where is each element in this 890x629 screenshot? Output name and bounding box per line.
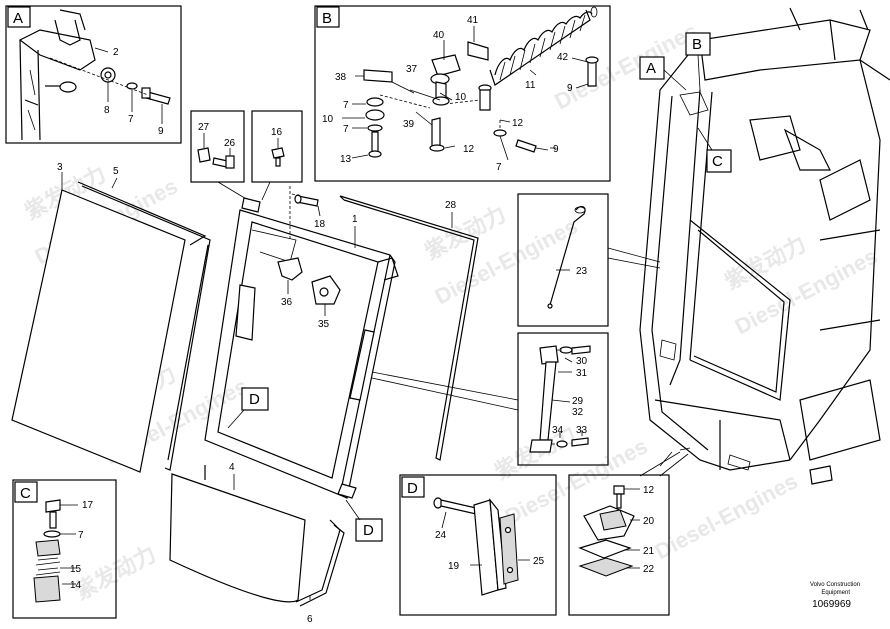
callout-d-label: D	[363, 522, 374, 539]
part-label-12: 12	[463, 144, 475, 155]
callout-c-label: C	[712, 153, 723, 170]
part-label-34: 34	[552, 425, 564, 436]
part-label-14: 14	[70, 580, 82, 591]
part-label-41: 41	[467, 15, 479, 26]
spring	[489, 6, 598, 86]
part-label-12: 12	[512, 118, 524, 129]
part-label-6: 6	[307, 614, 313, 625]
detail-box-20-22: 12 20 21 22	[568, 451, 689, 616]
part-label-30: 30	[576, 356, 588, 367]
part-label-27: 27	[198, 122, 210, 133]
detail-box-d-label: D	[407, 480, 418, 497]
callout-a-label: A	[646, 60, 656, 77]
callout-d-label: D	[249, 391, 260, 408]
part-label-9: 9	[567, 83, 573, 94]
callout-b-label: B	[692, 36, 702, 53]
part-label-8: 8	[104, 105, 110, 116]
part-label-31: 31	[576, 368, 588, 379]
part-label-18: 18	[314, 219, 326, 230]
watermark-en: Diesel-Engines	[651, 468, 802, 564]
detail-box-c-label: C	[20, 485, 31, 502]
part-label-15: 15	[70, 564, 82, 575]
detail-box-b: B 38 7 10 7	[314, 5, 611, 182]
part-label-5: 5	[113, 166, 119, 177]
part-label-7: 7	[78, 530, 84, 541]
detail-box-29-34: 30 31 29 32 34 33	[371, 332, 609, 466]
part-label-16: 16	[271, 127, 283, 138]
detail-box-27-26: 27 26	[190, 110, 245, 183]
detail-box-d: D 24 19 25	[399, 474, 557, 616]
part-label-39: 39	[403, 119, 415, 130]
detail-box-c: C 17 7 15 14	[12, 479, 117, 619]
part-label-42: 42	[557, 52, 569, 63]
part-label-17: 17	[82, 500, 94, 511]
part-label-7: 7	[343, 124, 349, 135]
part-label-36: 36	[281, 297, 293, 308]
part-label-20: 20	[643, 516, 655, 527]
brand-line-1: Volvo Construction	[810, 582, 860, 588]
part-label-11: 11	[525, 80, 536, 91]
detail-box-16: 16	[251, 110, 303, 183]
part-label-29: 29	[572, 396, 584, 407]
callout-b: B	[685, 32, 711, 91]
callout-d-lower: D	[345, 499, 383, 542]
callout-d-upper: D	[227, 387, 269, 429]
part-label-21: 21	[643, 546, 655, 557]
part-label-9: 9	[553, 144, 559, 155]
part-label-26: 26	[224, 138, 236, 149]
detail-box-a: A 2 8 7 9	[5, 5, 182, 144]
footer: Volvo Construction Equipment 1069969	[810, 582, 860, 610]
lower-glass-4: 4 6	[169, 462, 345, 625]
part-label-4: 4	[229, 462, 235, 473]
part-label-2: 2	[113, 47, 119, 58]
door-frame-1: 1 36 35 18	[204, 186, 399, 499]
detail-box-a-label: A	[13, 10, 23, 27]
part-label-7: 7	[496, 162, 502, 173]
part-label-1: 1	[352, 214, 358, 225]
part-label-33: 33	[576, 425, 588, 436]
cab-structure	[639, 7, 890, 485]
part-label-37: 37	[406, 64, 418, 75]
part-label-40: 40	[433, 30, 445, 41]
part-label-28: 28	[445, 200, 457, 211]
brand-line-2: Equipment	[821, 590, 850, 596]
part-label-12: 12	[643, 485, 655, 496]
part-label-10: 10	[322, 114, 334, 125]
part-label-35: 35	[318, 319, 330, 330]
part-label-24: 24	[435, 530, 447, 541]
drawing-number: 1069969	[812, 599, 851, 610]
part-label-22: 22	[643, 564, 655, 575]
part-label-7: 7	[128, 114, 134, 125]
detail-box-b-label: B	[322, 10, 332, 27]
part-label-10: 10	[455, 92, 467, 103]
callout-a: A	[639, 56, 687, 91]
part-label-9: 9	[158, 126, 164, 137]
part-label-38: 38	[335, 72, 347, 83]
part-label-7: 7	[343, 100, 349, 111]
part-label-32: 32	[572, 407, 584, 418]
glass-panel-3: 3 5	[11, 162, 211, 473]
watermark-cn: 紫发动力	[71, 541, 160, 604]
seal-28: 28	[339, 195, 479, 461]
part-label-13: 13	[340, 154, 352, 165]
detail-box-23: 23	[517, 193, 661, 327]
part-label-19: 19	[448, 561, 460, 572]
part-label-3: 3	[57, 162, 63, 173]
part-label-25: 25	[533, 556, 545, 567]
callout-c: C	[697, 127, 732, 173]
part-label-23: 23	[576, 266, 588, 277]
